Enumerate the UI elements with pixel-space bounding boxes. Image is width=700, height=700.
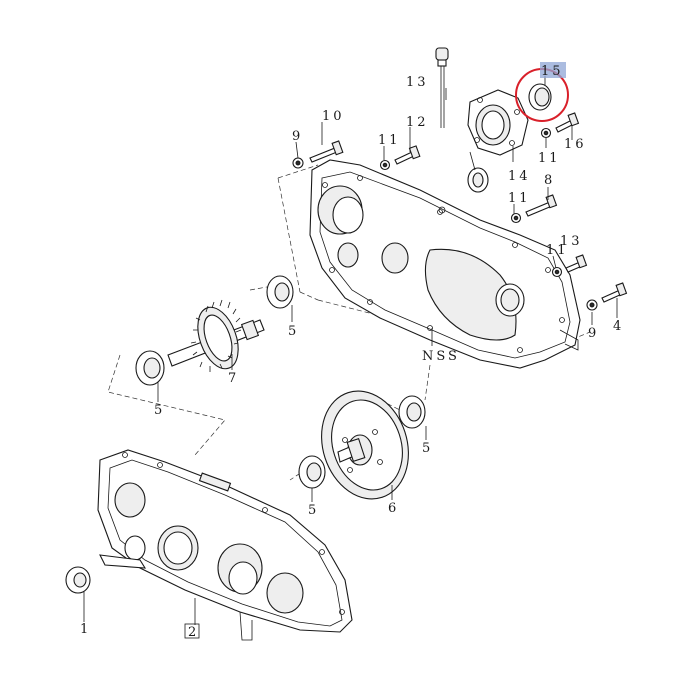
callout-4: 4: [613, 319, 621, 334]
plug-14: [467, 167, 489, 193]
callout-9-right: 9: [588, 326, 596, 341]
callout-15: 15: [541, 64, 564, 79]
housing-cover-upper: [309, 159, 581, 369]
dipstick: [435, 47, 449, 214]
callout-15-highlight: [540, 62, 566, 78]
callout-5-gear-left: 5: [308, 503, 316, 518]
bolt-12: [394, 145, 421, 165]
large-gear: [321, 390, 409, 500]
leader-lines: [83, 76, 618, 625]
callout-5-gear-right: 5: [422, 441, 430, 456]
callout-2: 2: [188, 625, 196, 640]
washer-9-upper: [292, 157, 304, 169]
bolt-8: [525, 194, 558, 217]
bolt-16: [555, 112, 580, 133]
washer-11-mid: [510, 212, 522, 224]
callout-13-right: 13: [560, 234, 583, 249]
bearing-5-shaft-right: [266, 275, 294, 309]
callout-11-upper: 11: [378, 133, 401, 148]
washer-11-cap: [540, 127, 552, 139]
bolt-3: [565, 254, 588, 273]
bearing-cap: [467, 89, 529, 156]
callout-nss: NSS: [422, 349, 460, 364]
callout-9-upper: 9: [292, 129, 300, 144]
callout-11-cap: 11: [538, 151, 561, 166]
bolt-10: [309, 140, 344, 163]
bolt-4: [601, 282, 628, 303]
oil-seal-15: [528, 83, 552, 111]
callout-16: 16: [564, 137, 587, 152]
callout-7: 7: [228, 371, 236, 386]
callout-11-right: 11: [546, 243, 569, 258]
callout-5-left-bearing: 5: [154, 403, 162, 418]
callout-2-box: [184, 623, 200, 639]
callout-labels: 1 2 4 5 5 5 5 15 6 7 8 9 9 10 11 11 11 1…: [80, 62, 621, 640]
callout-14: 14: [508, 169, 531, 184]
bearing-5-gear-left: [298, 455, 326, 489]
callout-10: 10: [322, 109, 345, 124]
callout-12: 12: [406, 115, 429, 130]
washer-11-right: [551, 266, 563, 278]
callout-5-shaft-bearing: 5: [288, 324, 296, 339]
callout-13-dipstick: 13: [406, 75, 429, 90]
callout-6: 6: [388, 501, 396, 516]
washer-11-upper: [379, 159, 391, 171]
callout-11-mid: 11: [508, 191, 531, 206]
seal-1: [65, 566, 91, 594]
bearing-5-gear-right: [398, 395, 426, 429]
callout-1: 1: [80, 622, 88, 637]
callout-8: 8: [544, 173, 552, 188]
washer-9-right: [586, 299, 598, 311]
bearing-5-left: [135, 350, 165, 386]
pinion-shaft: [167, 299, 265, 372]
lower-housing: [97, 449, 353, 641]
